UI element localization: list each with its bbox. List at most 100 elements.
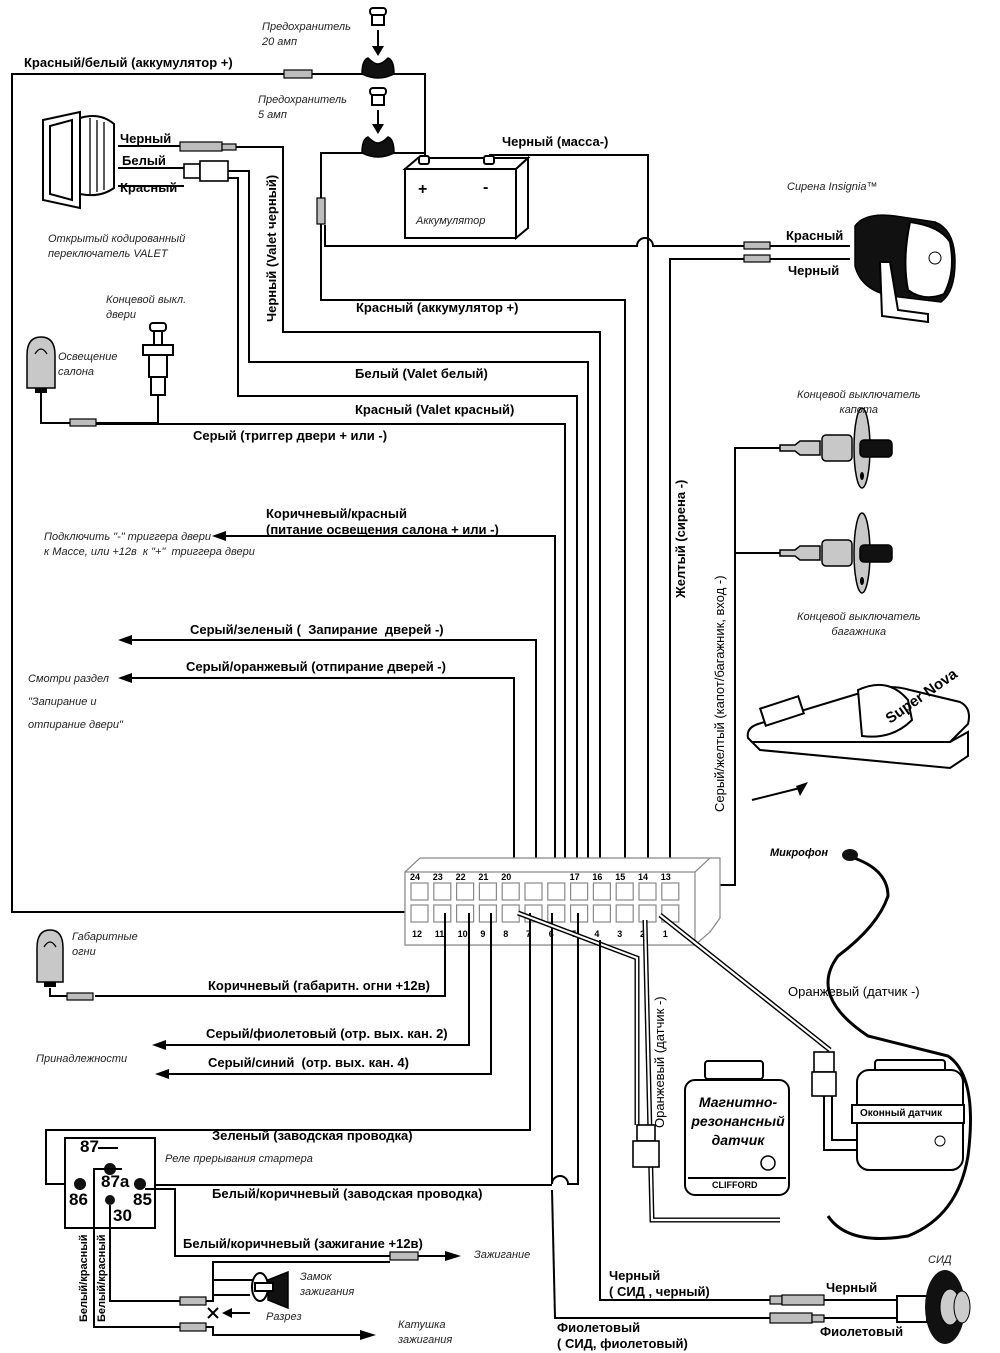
valet-wire-red: Красный [120,180,178,195]
valet-wire-white: Белый [122,153,166,168]
wire-label-red-battery: Красный (аккумулятор +) [356,300,519,315]
connector-pin-number: 9 [480,929,485,939]
cut-label: Разрез [266,1311,302,1323]
connector-pin-number: 16 [592,872,602,882]
wire-label-red-white: Красный/белый (аккумулятор +) [24,55,233,70]
wire-label-grey-door: Серый (триггер двери + или -) [193,428,388,443]
relay-terminal-86: 86 [69,1190,88,1209]
wire-label-brown-red: Коричневый/красный (питание освещения са… [266,506,499,538]
hood-switch-icon [779,407,893,489]
siren-wire-red: Красный [786,228,844,243]
trunk-switch-label: Концевой выключатель багажника [797,611,921,639]
connector-pin-number: 14 [638,872,648,882]
starter-relay-label: Реле прерывания стартера [165,1153,313,1165]
wire-black-ground [489,154,649,860]
led-label: СИД [928,1254,952,1266]
connector-pin-number: 15 [615,872,625,882]
coil-label: Катушка зажигания [398,1319,453,1347]
wire-label-valet-red: Красный (Valet красный) [355,402,515,417]
inline-connector [283,69,313,79]
connector-pin-cell [638,904,657,923]
connector-pin-number: 7 [526,929,531,939]
window-sensor-icon [851,1059,965,1171]
connector-pin-cell [501,882,520,901]
ignition-lock-label: Замок зажигания [300,1271,355,1299]
wire-label-yellow-siren: Желтый (сирена -) [673,479,688,598]
siren-label: Сирена Insignia™ [787,181,878,193]
connector-pin-number: 12 [412,929,422,939]
led-icon [896,1270,971,1344]
connector-pin-cell [433,904,452,923]
relay-terminal-87: 87 [80,1137,99,1156]
wire-label-grey-blue: Серый/синий (отр. вых. кан. 4) [208,1055,409,1070]
wire-grey-door [96,423,566,860]
relay-terminal-87a: 87a [101,1172,130,1191]
valet-wire-black: Черный [120,131,172,146]
microphone-icon [842,849,858,861]
fuse-20a-icon [361,7,395,79]
hood-switch-label: Концевой выключатель капота [797,389,921,417]
microphone-label: Микрофон [770,847,828,859]
wire-label-white-red-1: Белый/красный [78,1234,90,1322]
fuse-5a-label: Предохранитель 5 амп [258,94,347,122]
battery-plus: + [418,181,428,198]
connector-pin-number: 1 [663,929,668,939]
siren-wire-black: Черный [788,263,840,278]
connector-pin-number: 23 [433,872,443,882]
parking-light-icon [36,929,64,987]
door-switch-icon [142,322,174,396]
wire-label-green-factory: Зеленый (заводская проводка) [212,1128,413,1143]
connector-pin-number: 4 [594,929,599,939]
remote-control-icon: Super Nova [746,665,970,770]
connector-pin-number: 20 [501,872,511,882]
connector-pin-number: 3 [617,929,622,939]
wire-label-orange-sensor-2: Оранжевый (датчик -) [652,996,667,1128]
connector-pin-number: 8 [503,929,508,939]
connector-pin-cell [615,904,634,923]
connector-pin-cell [478,882,497,901]
fuse-20a-label: Предохранитель 20 амп [262,21,351,49]
battery-label: Аккумулятор [416,215,486,227]
accessories-label: Принадлежности [36,1053,128,1065]
valet-switch-icon [42,110,115,210]
wire-label-black-led: Черный ( СИД , черный) [609,1268,710,1300]
mag-sensor-brand: CLIFFORD [712,1180,758,1190]
door-switch-label: Концевой выкл. двери [106,294,187,322]
wire-red-white-battery [11,73,425,913]
connector-pin-cell [456,904,475,923]
connector-pin-number: 17 [570,872,580,882]
fuse-5a-icon [361,87,395,158]
wire-label-white-red-2: Белый/красный [96,1234,108,1322]
relay-terminal-30: 30 [113,1206,132,1225]
connector-pin-number: 22 [456,872,466,882]
connector-pin-cell [547,904,566,923]
relay-terminal-85: 85 [133,1190,152,1209]
dome-light-icon [26,336,56,393]
connector-pin-cell [478,904,497,923]
siren-icon [854,214,956,324]
ignition-label: Зажигание [474,1249,531,1261]
wire-label-valet-black: Черный (Valet черный) [264,174,279,322]
connector-pin-cell [524,882,543,901]
dome-light-label: Освещение салона [58,351,118,379]
wire-label-grey-violet: Серый/фиолетовый (отр. вых. кан. 2) [206,1026,448,1041]
connector-pin-cell [410,904,429,923]
connector-pin-number: 10 [458,929,468,939]
connector-pin-cell [456,882,475,901]
connector-pin-cell [592,882,612,901]
valet-switch-note: Открытый кодированный переключатель VALE… [48,233,186,261]
connector-pin-number: 13 [661,872,671,882]
connector-pin-cell [501,904,520,923]
connector-pin-cell [661,882,680,901]
connector-pin-cell [547,882,566,901]
see-section-note: Смотри раздел "Запирание и отпирание две… [28,673,123,732]
connector-pin-cell [615,882,634,901]
connector-pin-cell [638,882,657,901]
ignition-lock-icon [251,1270,289,1310]
wire-label-valet-white: Белый (Valet белый) [355,366,488,381]
connector-pin-number: 21 [478,872,488,882]
trunk-switch-icon [779,512,893,594]
window-sensor-label: Оконный датчик [860,1108,943,1119]
connector-pin-cell [433,882,452,901]
